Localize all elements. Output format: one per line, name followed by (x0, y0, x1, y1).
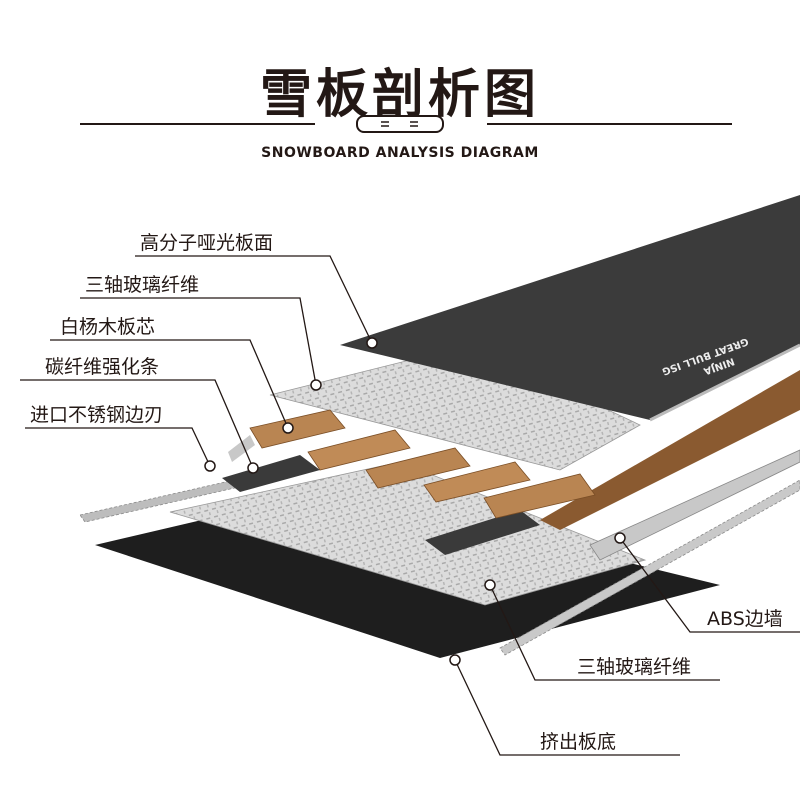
top-sheet-layer (340, 195, 800, 420)
label-triax-bottom: 三轴玻璃纤维 (577, 656, 692, 678)
abs-sidewall (589, 449, 800, 561)
label-triax-top: 三轴玻璃纤维 (85, 274, 200, 296)
steel-edge-right (499, 479, 800, 656)
leader-lines (20, 255, 800, 756)
carbon-strip-left (222, 455, 320, 492)
abs-left (228, 435, 255, 462)
upper-fiberglass-layer (269, 344, 641, 471)
label-steel-edge: 进口不锈钢边刃 (30, 404, 164, 426)
wood-planks (249, 409, 596, 519)
lower-fiberglass-layer (169, 461, 647, 606)
label-wood-core: 白杨木板芯 (60, 316, 156, 338)
page-subtitle: SNOWBOARD ANALYSIS DIAGRAM (261, 145, 539, 161)
leader-dots (204, 337, 626, 666)
label-base: 挤出板底 (540, 731, 617, 753)
label-abs: ABS边墙 (707, 608, 783, 630)
wood-core-body (540, 370, 800, 530)
label-top-sheet: 高分子哑光板面 (140, 232, 274, 254)
carbon-strip-right (425, 510, 540, 555)
snowboard-icon (356, 115, 444, 133)
label-carbon: 碳纤维强化条 (45, 356, 160, 378)
